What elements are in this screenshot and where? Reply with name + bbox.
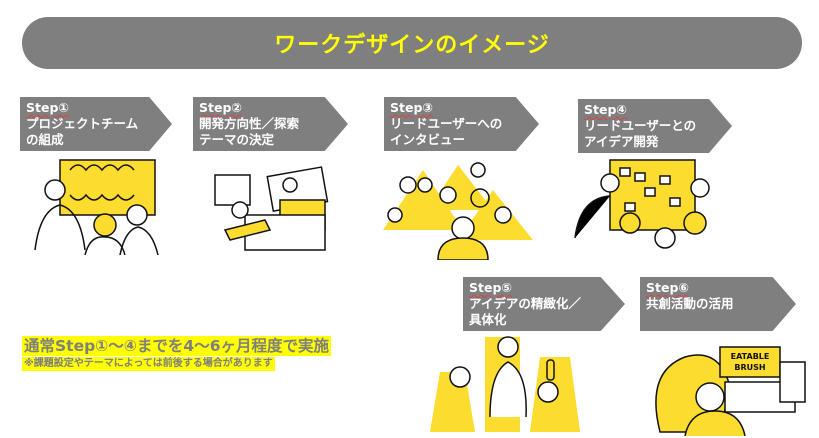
step-text: の組成 <box>26 132 64 147</box>
co-creation-illustration: EATABLE BRUSH <box>655 346 806 436</box>
idea-development-illustration <box>574 159 710 249</box>
refinement-illustration <box>430 336 580 432</box>
step-text: プロジェクトチーム <box>26 116 139 131</box>
step-label: Step④ <box>584 102 627 117</box>
interview-illustration <box>383 162 533 260</box>
step-label: Step① <box>26 100 69 115</box>
step-label: Step③ <box>390 100 433 115</box>
step-label: Step⑤ <box>469 280 512 295</box>
step-text: 共創活動の活用 <box>646 296 734 311</box>
eatable-brush-text: EATABLE <box>731 352 770 361</box>
eatable-brush-text: BRUSH <box>734 363 765 372</box>
schedule-footnote: ※課題設定やテーマによっては前後する場合があります <box>22 357 275 371</box>
page-title: ワークデザインのイメージ <box>22 17 802 69</box>
step-text: アイデア開発 <box>584 134 659 149</box>
step-text: テーマの決定 <box>199 132 275 147</box>
step-text: アイデアの精緻化／ <box>469 296 581 311</box>
schedule-note: 通常Step①～④までを4～6ヶ月程度で実施 <box>22 336 331 356</box>
step-label: Step② <box>199 100 242 115</box>
step-text: リードユーザーとの <box>584 118 697 133</box>
step-label: Step⑥ <box>646 280 689 295</box>
step-text: インタビュー <box>390 132 466 147</box>
direction-illustration <box>214 166 329 251</box>
step-text: 具体化 <box>469 312 507 327</box>
team-illustration <box>34 159 159 255</box>
step-text: リードユーザーへの <box>390 116 503 131</box>
step-text: 開発方向性／探索 <box>199 116 300 131</box>
